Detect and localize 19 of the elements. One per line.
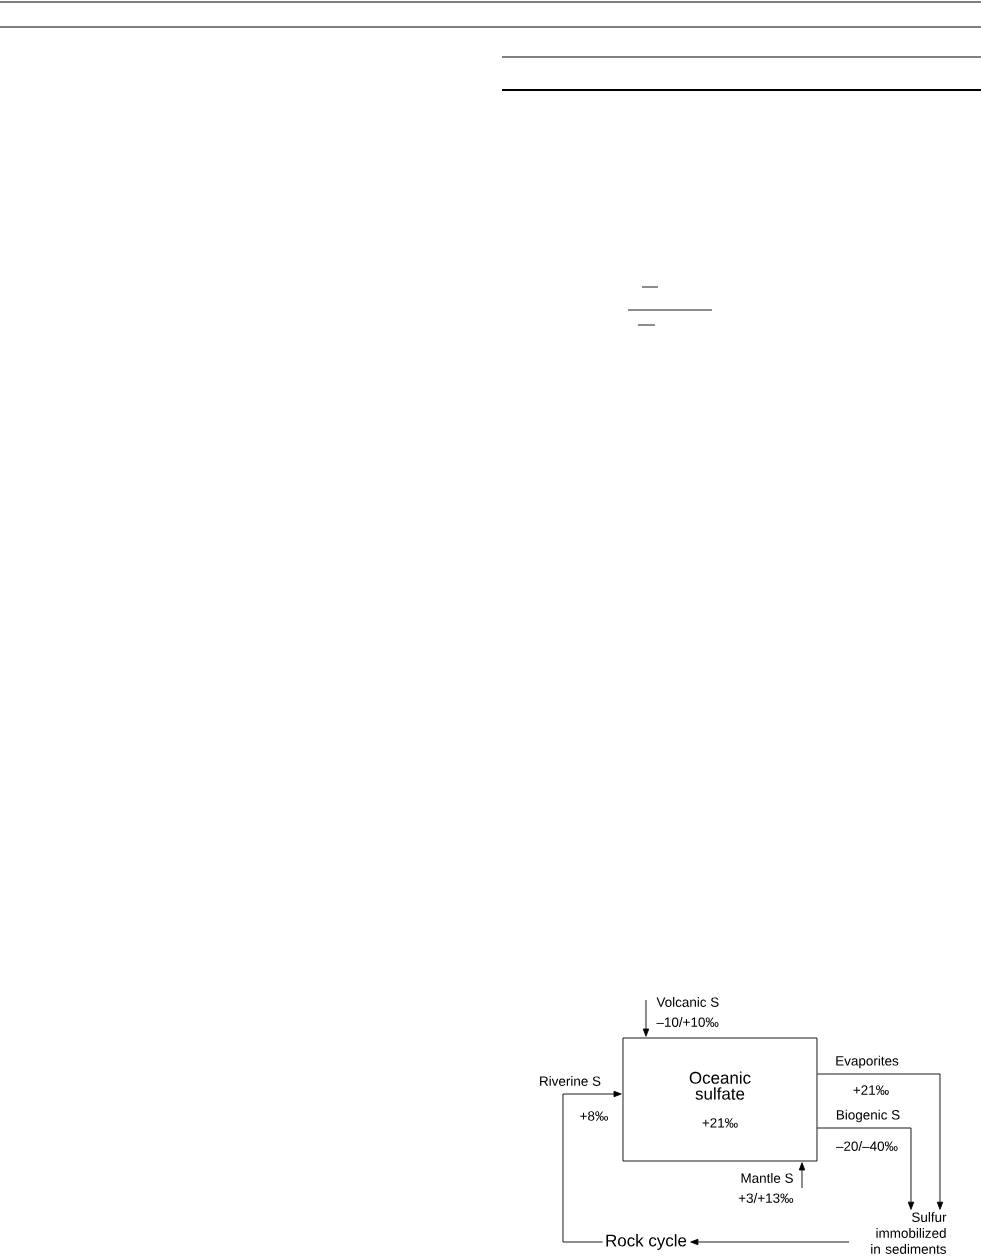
arrow (690, 1238, 850, 1246)
arrow (642, 999, 650, 1037)
sink-label: Sulfur immobilized in sediments (871, 1212, 947, 1254)
arrow (817, 1073, 944, 1210)
edge-label: Evaporites (836, 1055, 899, 1069)
value-label: +3/+13‰ (738, 1193, 794, 1203)
value-label: +21‰ (853, 1085, 889, 1095)
process-box: Oceanic sulfate +21‰ (622, 1037, 818, 1162)
edge-label: Mantle S (741, 1173, 793, 1183)
process-label: Rock cycle (606, 1234, 687, 1250)
arrow (798, 1162, 806, 1189)
edge-label: Biogenic S (836, 1109, 900, 1123)
value-label: +8‰ (580, 1111, 608, 1121)
edge-label: Riverine S (540, 1076, 601, 1086)
arrow (562, 1090, 622, 1243)
arrow (817, 1127, 915, 1210)
value-label: –10/+10‰ (656, 1017, 719, 1027)
edge-label: Volcanic S (656, 997, 719, 1007)
value-label: –20/–40‰ (835, 1141, 898, 1151)
